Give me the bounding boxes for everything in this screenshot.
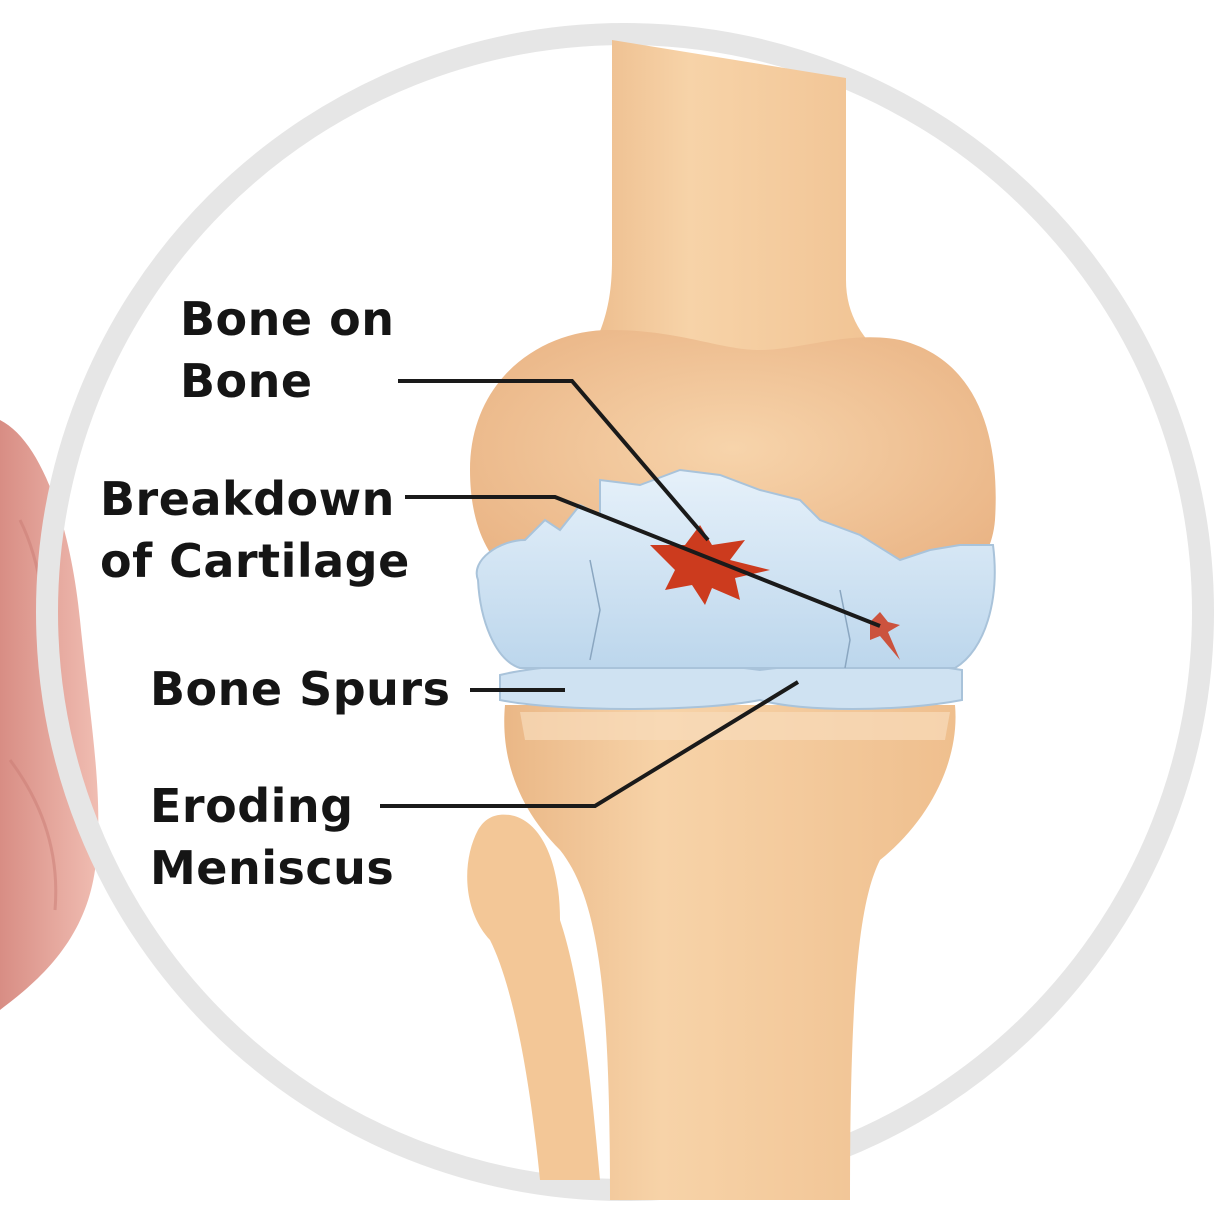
label-line: Bone on — [180, 288, 394, 350]
label-line: Bone Spurs — [150, 658, 451, 720]
label-line: Bone — [180, 350, 394, 412]
label-line: of Cartilage — [100, 530, 410, 592]
label-line: Eroding — [150, 775, 394, 837]
label-eroding-meniscus: Eroding Meniscus — [150, 775, 394, 899]
label-line: Meniscus — [150, 837, 394, 899]
label-breakdown-of-cartilage: Breakdown of Cartilage — [100, 468, 410, 592]
label-bone-on-bone: Bone on Bone — [180, 288, 394, 412]
meniscus — [500, 663, 962, 709]
label-bone-spurs: Bone Spurs — [150, 658, 451, 720]
label-line: Breakdown — [100, 468, 410, 530]
tibia-plateau-highlight — [520, 712, 950, 740]
